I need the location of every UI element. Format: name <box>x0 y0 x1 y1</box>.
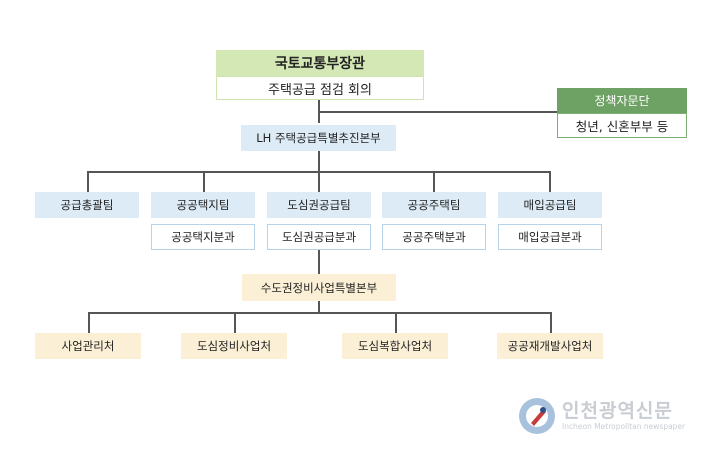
connector-line <box>203 171 205 192</box>
connector-line <box>88 312 90 333</box>
connector-line <box>318 250 320 274</box>
connector-line <box>550 312 552 333</box>
office-box: 사업관리처 <box>35 333 141 359</box>
team-box: 공공택지팀 <box>151 192 255 218</box>
subcommittee-box: 매입공급분과 <box>498 224 602 250</box>
connector-line <box>318 151 320 172</box>
minister-box: 국토교통부장관 <box>216 50 424 76</box>
connector-line <box>318 301 320 313</box>
connector-line <box>318 111 558 113</box>
newspaper-english-name: Incheon Metropolitan newspaper <box>562 422 686 431</box>
newspaper-emblem-icon <box>519 398 555 434</box>
office-box: 도심복합사업처 <box>342 333 448 359</box>
newspaper-logo: 인천광역신문 Incheon Metropolitan newspaper <box>518 396 698 436</box>
newspaper-name: 인천광역신문 <box>562 400 673 422</box>
lh-hq-box: LH 주택공급특별추진본부 <box>241 125 396 151</box>
connector-line <box>395 312 397 333</box>
advisory-box: 정책자문단 <box>557 88 687 113</box>
connector-line <box>234 312 236 333</box>
team-box: 공공주택팀 <box>382 192 486 218</box>
office-box: 도심정비사업처 <box>181 333 287 359</box>
subcommittee-box: 공공택지분과 <box>151 224 255 250</box>
connector-line <box>318 171 320 192</box>
office-box: 공공재개발사업처 <box>497 333 603 359</box>
team-box: 매입공급팀 <box>498 192 602 218</box>
team-box: 공급총괄팀 <box>35 192 139 218</box>
team-box: 도심권공급팀 <box>267 192 371 218</box>
connector-line <box>433 171 435 192</box>
subcommittee-box: 공공주택분과 <box>382 224 486 250</box>
advisory-members-box: 청년, 신혼부부 등 <box>557 113 687 138</box>
review-meeting-box: 주택공급 점검 회의 <box>216 76 424 100</box>
capital-hq-box: 수도권정비사업특별본부 <box>242 274 396 301</box>
connector-line <box>549 171 551 192</box>
connector-line <box>88 312 551 314</box>
subcommittee-box: 도심권공급분과 <box>267 224 371 250</box>
connector-line <box>87 171 89 192</box>
